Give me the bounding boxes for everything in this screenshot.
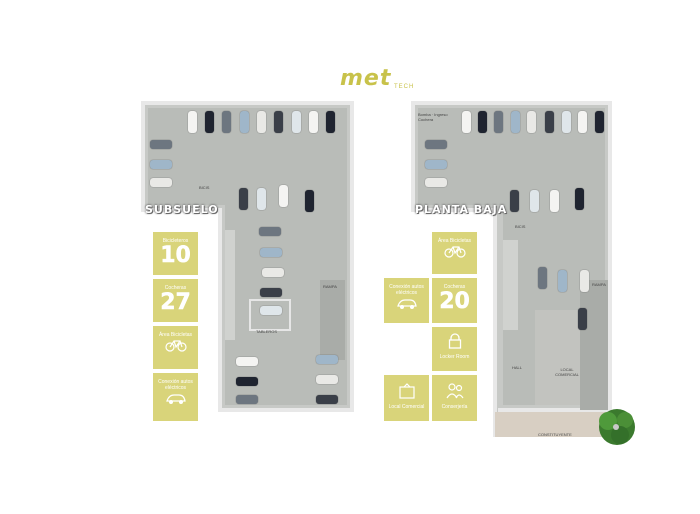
parked-car (260, 248, 282, 257)
met-tech-logo: met TECH (340, 66, 430, 96)
parked-car (425, 160, 447, 169)
parked-car (580, 270, 589, 292)
parked-car (150, 178, 172, 187)
parked-car (511, 111, 520, 133)
tile-value: 20 (439, 289, 470, 314)
parked-car (260, 306, 282, 315)
tile-cocheras: Cocheras 27 (152, 278, 199, 323)
constituyente-label: CONSTITUYENTE (538, 432, 572, 437)
parked-car (205, 111, 214, 133)
parked-car (236, 395, 258, 404)
parked-car (257, 188, 266, 210)
parked-car (538, 267, 547, 289)
parked-car (236, 357, 258, 366)
tableros-label: TABLEROS (256, 329, 278, 334)
parked-car (150, 140, 172, 149)
parked-car (326, 111, 335, 133)
parked-car (425, 140, 447, 149)
tile-label: Área Bicicletas (437, 238, 472, 244)
parked-car (316, 375, 338, 384)
parked-car (562, 111, 571, 133)
tile-label: Área Bicicletas (158, 332, 193, 338)
rampa-label: RAMPA (592, 282, 606, 287)
planta-baja-floorplan (411, 101, 612, 437)
tile-local-comercial: Local Comercial (383, 374, 430, 422)
tile-label: Cocheras (443, 284, 466, 290)
parked-car (239, 188, 248, 210)
parked-car (510, 190, 519, 212)
electric-car-icon (384, 296, 429, 313)
tile-label: Locker Room (439, 354, 470, 360)
rampa-label: RAMPA (323, 284, 337, 289)
parked-car (462, 111, 471, 133)
parked-car (316, 355, 338, 364)
tile-conserjeria: Conserjería (431, 374, 478, 422)
tile-locker-room: Locker Room (431, 326, 478, 372)
plan-title-planta-baja: PLANTA BAJA (415, 203, 508, 216)
parked-car (222, 111, 231, 133)
bicycle-icon (153, 338, 198, 355)
parked-car (259, 227, 281, 236)
people-icon (432, 383, 477, 402)
tile-cocheras: Cocheras 20 (431, 277, 478, 324)
plan-title-subsuelo: SUBSUELO (145, 203, 219, 216)
parked-car (236, 377, 258, 386)
parked-car (558, 270, 567, 292)
parked-car (578, 308, 587, 330)
parked-car (545, 111, 554, 133)
tile-label: Bicicleteros (162, 238, 189, 244)
parked-car (478, 111, 487, 133)
parked-car (527, 111, 536, 133)
electric-car-icon (153, 391, 198, 408)
parked-car (279, 185, 288, 207)
shop-icon (384, 383, 429, 402)
parked-car (316, 395, 338, 404)
parked-car (260, 288, 282, 297)
bicis-label: BICIS (199, 185, 210, 190)
local-comercial-label: LOCAL COMERCIAL (555, 367, 579, 377)
parked-car (578, 111, 587, 133)
parked-car (188, 111, 197, 133)
parked-car (595, 111, 604, 133)
parked-car (150, 160, 172, 169)
tile-area-bicicletas: Área Bicicletas (431, 231, 478, 275)
bicis-label: BICIS (515, 224, 526, 229)
tile-value: 10 (160, 243, 191, 268)
tile-conexion-electricos: Conexión autos eléctricos (152, 372, 199, 422)
bicycle-icon (432, 244, 477, 261)
logo-subtitle: TECH (394, 84, 415, 90)
parked-car (425, 178, 447, 187)
hall-label: HALL (512, 365, 523, 370)
tile-label: Local Comercial (388, 404, 425, 410)
tile-conexion-electricos: Conexión autos eléctricos (383, 277, 430, 324)
tile-area-bicicletas: Área Bicicletas (152, 325, 199, 370)
tree-icon (599, 409, 635, 445)
tile-bicicleteros: Bicicleteros 10 (152, 231, 199, 276)
logo-wordmark: met (340, 66, 392, 91)
tile-label: Conserjería (441, 404, 468, 410)
bomba-ingreso-label: Bomba · Ingreso Cochera (418, 112, 448, 122)
parked-car (292, 111, 301, 133)
parked-car (309, 111, 318, 133)
lock-icon (432, 333, 477, 352)
tile-label: Conexión autos eléctricos (158, 379, 193, 391)
parked-car (530, 190, 539, 212)
tile-value: 27 (160, 290, 191, 315)
parked-car (262, 268, 284, 277)
tile-label: Conexión autos eléctricos (389, 284, 424, 296)
parked-car (274, 111, 283, 133)
tile-label: Cocheras (164, 285, 187, 291)
parked-car (257, 111, 266, 133)
parked-car (305, 190, 314, 212)
parked-car (494, 111, 503, 133)
parked-car (240, 111, 249, 133)
parked-car (575, 188, 584, 210)
parked-car (550, 190, 559, 212)
subsuelo-floorplan (141, 101, 354, 412)
